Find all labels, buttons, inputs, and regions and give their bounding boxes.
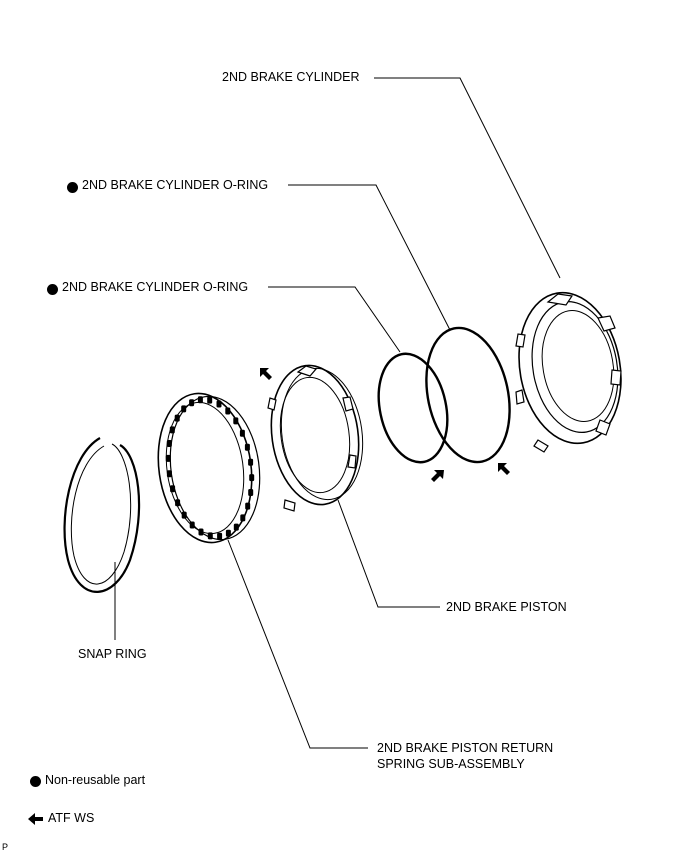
o-ring-outer — [425, 326, 511, 464]
spring-coil — [249, 474, 255, 482]
spring-coil — [233, 523, 239, 531]
leader-oring-outer — [288, 184, 451, 331]
spring-coil — [207, 396, 213, 404]
leader-return-spring — [227, 539, 368, 749]
legend-non-reusable-label: Non-reusable part — [45, 773, 146, 787]
spring-coil — [181, 511, 187, 519]
brake-piston-part — [267, 364, 364, 512]
brake-cylinder-part — [515, 291, 622, 453]
label-brake-cylinder: 2ND BRAKE CYLINDER — [222, 70, 360, 84]
spring-coil — [248, 489, 254, 496]
spring-coil — [166, 470, 172, 478]
label-return-spring-line2: SPRING SUB-ASSEMBLY — [377, 757, 525, 771]
spring-coil — [165, 454, 171, 462]
spring-coil — [245, 502, 251, 510]
spring-coil — [233, 417, 239, 425]
atf-arrow-oring-inner — [431, 470, 444, 482]
spring-coil — [169, 426, 175, 434]
spring-coil — [197, 396, 203, 404]
o-ring-inner — [377, 352, 449, 464]
spring-coil — [207, 532, 213, 540]
spring-coil — [248, 458, 254, 466]
spring-coils — [165, 396, 255, 540]
legend-atf-label: ATF WS — [48, 811, 95, 825]
spring-coil — [189, 399, 195, 407]
spring-coil — [198, 528, 204, 536]
spring-coil — [181, 405, 187, 413]
spring-coil — [166, 440, 172, 447]
spring-coil — [170, 485, 176, 493]
spring-coil — [244, 443, 250, 451]
spring-coil — [225, 529, 231, 537]
legend-non-reusable-icon — [30, 776, 41, 787]
label-return-spring-line1: 2ND BRAKE PISTON RETURN — [377, 741, 554, 755]
corner-tag: P — [2, 842, 9, 852]
spring-coil — [175, 499, 181, 507]
spring-coil — [216, 400, 222, 408]
label-cylinder-o-ring-outer: 2ND BRAKE CYLINDER O-RING — [82, 178, 269, 192]
spring-coil — [217, 532, 223, 540]
spring-coil — [240, 514, 246, 522]
leader-piston — [337, 499, 440, 608]
atf-arrow-oring-outer — [498, 463, 510, 475]
non-reusable-marker-icon — [67, 182, 78, 193]
non-reusable-marker-icon — [47, 284, 58, 295]
spring-coil — [225, 407, 231, 415]
legend-atf-arrow-icon — [28, 813, 43, 825]
label-brake-piston: 2ND BRAKE PISTON — [446, 600, 567, 614]
spring-coil — [174, 414, 180, 422]
label-cylinder-o-ring-inner: 2ND BRAKE CYLINDER O-RING — [62, 280, 249, 294]
snap-ring-part — [63, 437, 141, 593]
label-snap-ring: SNAP RING — [78, 647, 147, 661]
leader-oring-inner — [268, 286, 401, 353]
atf-arrow-piston — [260, 368, 272, 380]
leader-cylinder — [374, 77, 561, 279]
spring-coil — [189, 521, 195, 529]
spring-coil — [239, 429, 245, 437]
return-spring-part — [157, 392, 261, 544]
